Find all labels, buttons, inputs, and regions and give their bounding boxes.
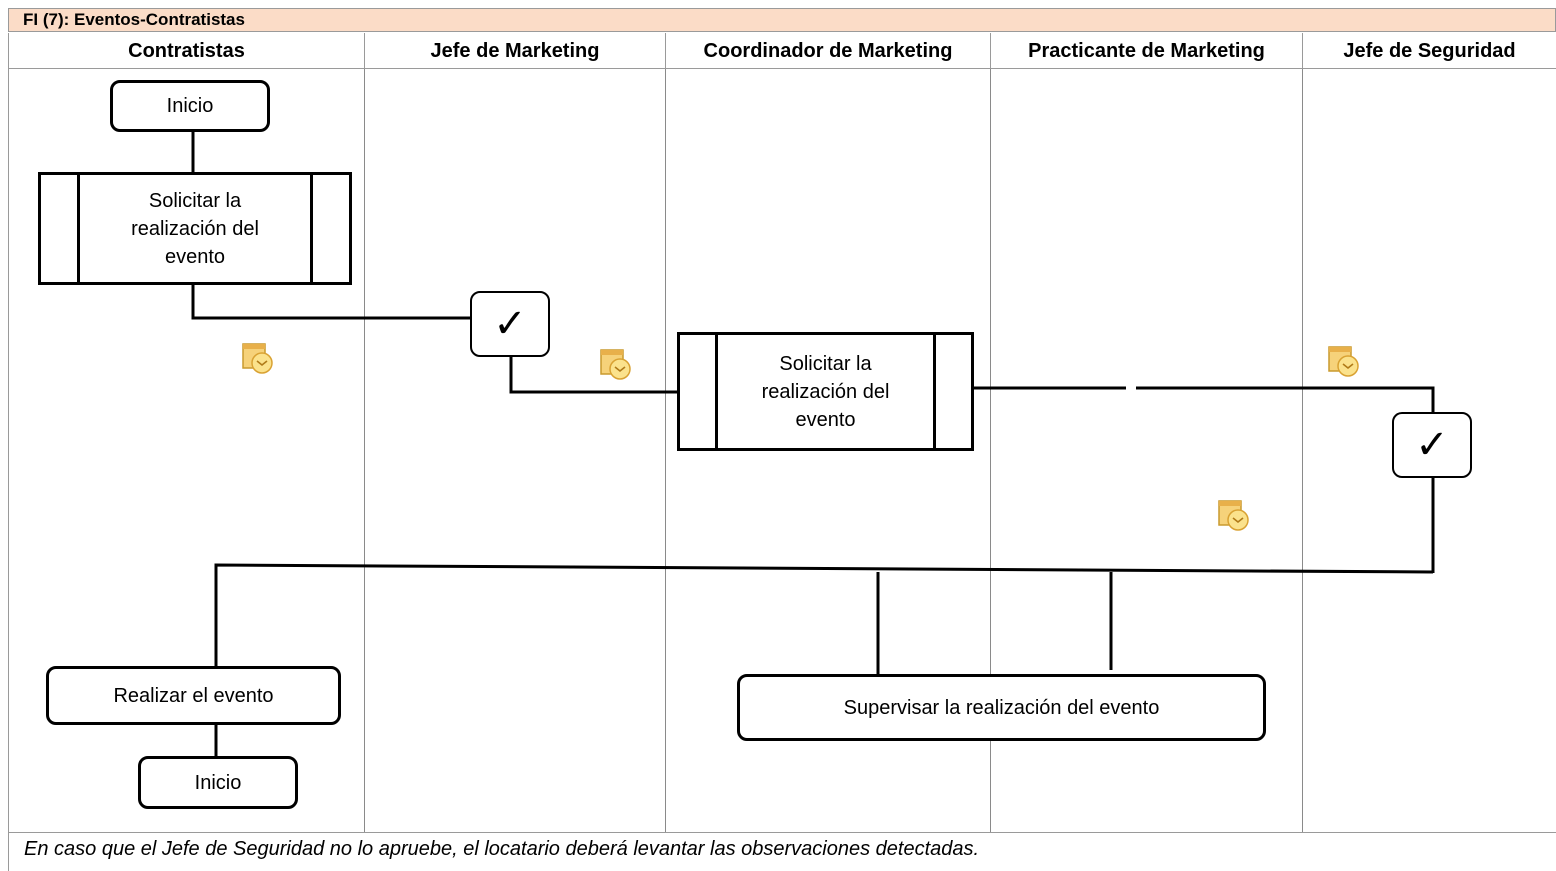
calendar-clock-icon — [600, 349, 631, 380]
frame-bottom-border — [8, 832, 1556, 833]
lane-divider — [990, 69, 991, 832]
supervise-event-node: Supervisar la realización del evento — [737, 674, 1266, 741]
lane-divider — [1302, 69, 1303, 832]
subprocess-left-bar — [77, 175, 80, 282]
perform-event-node: Realizar el evento — [46, 666, 341, 725]
subprocess-label: Solicitar la realización del evento — [761, 352, 890, 431]
lane-divider — [364, 69, 365, 832]
subprocess-request-event-coordinador: Solicitar la realización del evento — [677, 332, 974, 451]
lane-divider — [665, 69, 666, 832]
lane-header-contratistas: Contratistas — [9, 33, 365, 69]
lane-header-practicante-marketing: Practicante de Marketing — [991, 33, 1303, 69]
subprocess-label: Solicitar la realización del evento — [131, 189, 259, 268]
diagram-title: FI (7): Eventos-Contratistas — [8, 8, 1556, 32]
subprocess-request-event-contratistas: Solicitar la realización del evento — [38, 172, 352, 285]
subprocess-left-bar — [715, 335, 718, 448]
start-node: Inicio — [110, 80, 270, 132]
frame-left-border — [8, 33, 9, 871]
lane-header-jefe-marketing: Jefe de Marketing — [365, 33, 666, 69]
subprocess-right-bar — [310, 175, 313, 282]
footer-note: En caso que el Jefe de Seguridad no lo a… — [24, 838, 980, 860]
subprocess-right-bar — [933, 335, 936, 448]
calendar-clock-icon — [242, 343, 273, 374]
approval-check-jefe-marketing: ✓ — [470, 291, 550, 357]
calendar-clock-icon — [1218, 500, 1249, 531]
approval-check-jefe-seguridad: ✓ — [1392, 412, 1472, 478]
lane-header-jefe-seguridad: Jefe de Seguridad — [1303, 33, 1556, 69]
end-node: Inicio — [138, 756, 298, 809]
lane-header-coordinador-marketing: Coordinador de Marketing — [666, 33, 991, 69]
calendar-clock-icon — [1328, 346, 1359, 377]
